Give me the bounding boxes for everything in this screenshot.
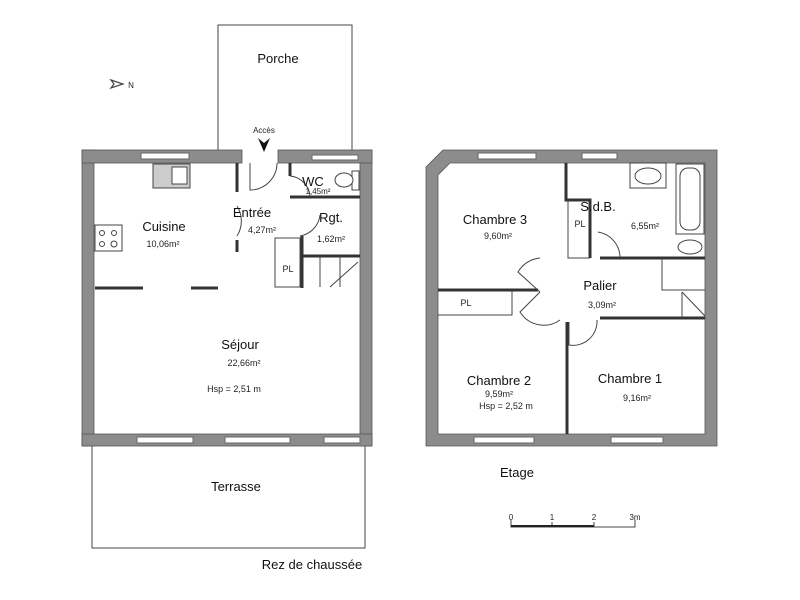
- north-arrow-icon: N: [109, 78, 134, 90]
- entree-area: 4,27m²: [248, 225, 276, 235]
- upper-floor-title: Etage: [500, 465, 534, 480]
- porch-outline: [217, 24, 353, 150]
- ground-floor-walls: [81, 149, 373, 447]
- wc-area: 1,45m²: [306, 187, 331, 196]
- scale-bar: 0 1 2 3m: [509, 513, 641, 528]
- ground-floor-doors: [236, 162, 321, 237]
- sejour-label: Séjour: [221, 337, 259, 352]
- porch-label: Porche: [257, 51, 298, 66]
- sdb-label: S.d.B.: [580, 199, 615, 214]
- scale-tick-2: 2: [592, 513, 597, 522]
- ground-floor-title: Rez de chaussée: [262, 557, 362, 572]
- north-label: N: [128, 81, 134, 90]
- upper-floor-doors: [517, 231, 621, 346]
- kitchen-sink-icon: [152, 163, 191, 189]
- pl1-label: PL: [574, 219, 585, 229]
- bidet-icon: [677, 239, 703, 255]
- chambre1-label: Chambre 1: [598, 371, 662, 386]
- wc-label: WC: [302, 174, 324, 189]
- pl2-label: PL: [460, 298, 471, 308]
- scale-tick-3: 3m: [629, 513, 640, 522]
- bathtub-icon: [675, 163, 705, 235]
- chambre2-height: Hsp = 2,52 m: [479, 401, 533, 411]
- rgt-area: 1,62m²: [317, 234, 345, 244]
- terrace-label: Terrasse: [211, 479, 261, 494]
- chambre2-area: 9,59m²: [485, 389, 513, 399]
- ground-floor-inner-walls: [95, 163, 360, 290]
- cuisine-label: Cuisine: [142, 219, 185, 234]
- access-label: Accès: [253, 126, 275, 135]
- scale-tick-1: 1: [550, 513, 555, 522]
- sejour-area: 22,66m²: [227, 358, 260, 368]
- cooktop-icon: [94, 224, 123, 252]
- chambre1-area: 9,16m²: [623, 393, 651, 403]
- entree-label: Entrée: [233, 205, 271, 220]
- access-arrow-icon: [258, 138, 270, 152]
- palier-label: Palier: [583, 278, 617, 293]
- chambre2-label: Chambre 2: [467, 373, 531, 388]
- washbasin-icon: [629, 162, 667, 189]
- cuisine-area: 10,06m²: [146, 239, 179, 249]
- sejour-height: Hsp = 2,51 m: [207, 384, 261, 394]
- scale-tick-0: 0: [509, 513, 514, 522]
- chambre3-area: 9,60m²: [484, 231, 512, 241]
- pl-label: PL: [282, 264, 293, 274]
- terrace-outline: [91, 446, 366, 549]
- chambre3-label: Chambre 3: [463, 212, 527, 227]
- upper-floor-inner-walls: [438, 163, 706, 434]
- palier-area: 3,09m²: [588, 300, 616, 310]
- sdb-area: 6,55m²: [631, 221, 659, 231]
- rgt-label: Rgt.: [319, 210, 343, 225]
- toilet-icon: [334, 170, 360, 191]
